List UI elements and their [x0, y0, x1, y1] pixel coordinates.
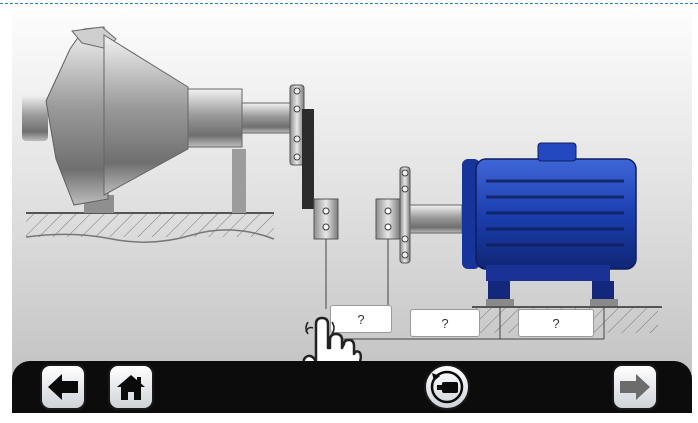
house-icon: [117, 375, 145, 400]
dimension-value-a: ?: [357, 311, 365, 327]
dimension-box-c[interactable]: ?: [518, 309, 594, 337]
dimension-value-b: ?: [441, 315, 449, 331]
motor-shim-right: [590, 299, 618, 307]
pump-sensor-bracket: [313, 198, 339, 240]
dimension-box-b[interactable]: ?: [410, 309, 480, 337]
pump-body: [22, 26, 291, 206]
pump-foot-right: [232, 149, 246, 213]
dimension-value-c: ?: [552, 315, 560, 331]
motor-body: [462, 142, 637, 301]
top-dotted-divider: [0, 3, 698, 4]
motor-shim-left: [486, 299, 514, 307]
rotate-machine-button[interactable]: [424, 364, 470, 410]
next-button[interactable]: [612, 364, 658, 410]
dimension-lines: [325, 239, 605, 340]
rotate-motor-icon: [430, 370, 464, 404]
dimension-box-a[interactable]: ?: [330, 305, 392, 333]
pump-coupling: [289, 84, 339, 240]
pump-foundation: [25, 212, 275, 243]
arrow-right-icon: [620, 374, 650, 400]
back-button[interactable]: [40, 364, 86, 410]
arrow-left-icon: [48, 374, 78, 400]
home-button[interactable]: [108, 364, 154, 410]
machine-alignment-screen: ? ? ?: [12, 9, 692, 413]
motor-coupling: [375, 166, 463, 264]
